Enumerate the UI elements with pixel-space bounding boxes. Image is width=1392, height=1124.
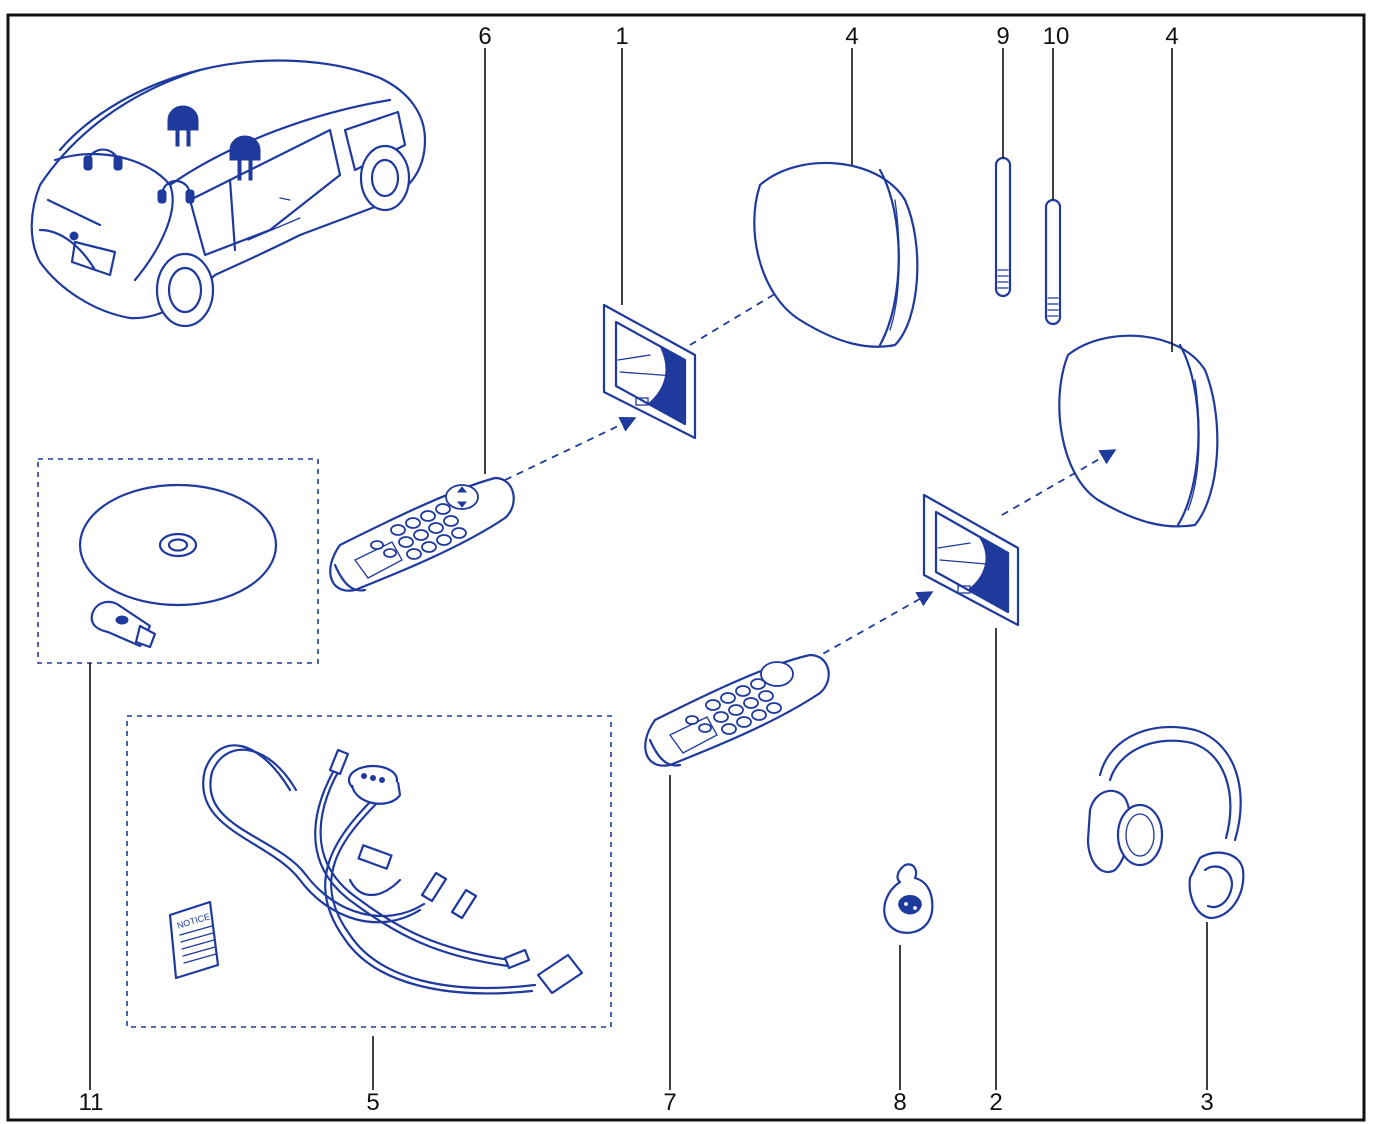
callout-2: 2 — [989, 1089, 1002, 1116]
callout-5: 5 — [366, 1089, 379, 1116]
arrow-screen2-to-headrest — [1001, 449, 1117, 516]
callout-9: 9 — [996, 23, 1009, 50]
remote-control-6 — [329, 476, 515, 592]
car-illustration — [30, 59, 427, 328]
callout-4b: 4 — [1165, 23, 1178, 50]
screen-2 — [922, 493, 1020, 627]
screen-1 — [602, 303, 697, 440]
callout-6: 6 — [478, 23, 491, 50]
callout-10: 10 — [1043, 23, 1070, 50]
callout-1: 1 — [615, 23, 628, 50]
diagram-frame — [6, 13, 1366, 1122]
cable-kit-box: NOTICE — [126, 715, 612, 1028]
remote-control-7 — [644, 653, 830, 767]
arrow-remote7-to-screen2 — [811, 591, 934, 661]
stem-10 — [1044, 198, 1062, 326]
headrest-lower — [1058, 334, 1219, 528]
headphones-3 — [1086, 725, 1245, 920]
stem-9 — [994, 156, 1012, 298]
headrest-upper — [753, 161, 919, 348]
callout-11: 11 — [79, 1089, 104, 1116]
callout-8: 8 — [893, 1089, 906, 1116]
arrow-remote6-to-screen1 — [504, 416, 637, 481]
accessory-bag-8 — [883, 863, 934, 934]
callout-7: 7 — [663, 1089, 676, 1116]
callout-3: 3 — [1200, 1089, 1213, 1116]
callout-4a: 4 — [845, 23, 858, 50]
software-kit-box — [37, 458, 319, 664]
